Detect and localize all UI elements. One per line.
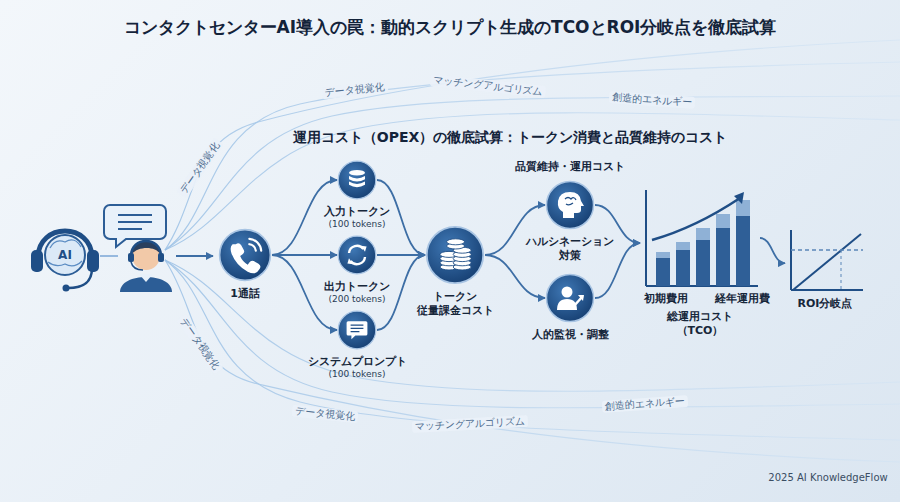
tco-chart: 初期費用経年運用費総運用コスト（TCO） — [640, 188, 760, 288]
axis-label: 経年運用費 — [715, 292, 770, 306]
wave-label: 創造的エネルギー — [609, 91, 696, 109]
section-heading: 運用コスト（OPEX）の徹底試算：トークン消費と品質維持のコスト — [293, 129, 728, 146]
flow-connector — [595, 243, 640, 298]
group-heading: 品質維持・運用コスト — [515, 160, 625, 173]
node-caption: トークン 従量課金コスト — [413, 290, 497, 319]
wave-label: データ視覚化 — [292, 405, 359, 424]
node-label: 人的監視・調整 — [532, 328, 609, 342]
node-label: ハルシネーション 対策 — [524, 235, 616, 264]
node-label: 1通話 — [230, 287, 260, 301]
icon-node: ハルシネーション 対策 — [545, 180, 595, 230]
node-label: システムプロンプト — [308, 355, 407, 369]
node-caption: 入力トークン(100 tokens) — [324, 205, 390, 230]
chart-title: 総運用コスト（TCO） — [664, 310, 737, 339]
head-shape — [545, 180, 595, 230]
icon-node: 1通話 — [218, 228, 272, 282]
axis-label: 初期費用 — [644, 292, 688, 306]
cycle-shape — [337, 235, 377, 275]
icon-node: 出力トークン(200 tokens) — [337, 235, 377, 275]
icon-node: 入力トークン(100 tokens) — [337, 160, 377, 200]
node-caption: ハルシネーション 対策 — [524, 235, 616, 264]
icon-text: AI — [58, 248, 72, 262]
token-count: (100 tokens) — [308, 369, 407, 380]
flow-connector — [272, 254, 337, 256]
icon-node: 人的監視・調整 — [545, 273, 595, 323]
roi-chart: ROI分岐点 — [785, 228, 865, 292]
flow-waves — [165, 40, 900, 462]
coins-shape — [425, 225, 485, 285]
token-count: (100 tokens) — [324, 219, 390, 230]
node-caption: ROI分岐点 — [798, 297, 853, 311]
footer-credit: 2025 AI KnowledgeFlow — [768, 472, 887, 484]
icon-node: トークン 従量課金コスト — [425, 225, 485, 285]
flow-connector — [485, 255, 545, 298]
icon-node: システムプロンプト(100 tokens) — [337, 310, 377, 350]
node-label: トークン 従量課金コスト — [413, 290, 497, 319]
node-caption: 人的監視・調整 — [532, 328, 609, 342]
node-caption: 出力トークン(200 tokens) — [324, 280, 390, 305]
flow-connector — [760, 238, 785, 263]
chart-shape — [640, 188, 760, 288]
person-shape — [545, 273, 595, 323]
node-label: ROI分岐点 — [798, 297, 853, 311]
node-label: 出力トークン — [324, 280, 390, 294]
db-shape — [337, 160, 377, 200]
wave-label: データ視覚化 — [176, 138, 224, 199]
phone-shape — [218, 228, 272, 282]
page-title: コンタクトセンターAI導入の罠：動的スクリプト生成のTCOとROI分岐点を徹底試… — [0, 16, 900, 39]
operator-icon — [104, 205, 172, 292]
token-count: (200 tokens) — [324, 294, 390, 305]
wave-label: 創造的エネルギー — [602, 395, 689, 413]
wave-label: マッチングアルゴリズム — [412, 415, 528, 433]
wave-label: マッチングアルゴリズム — [430, 74, 547, 98]
node-label: 入力トークン — [324, 205, 390, 219]
ai-headset-icon — [31, 231, 99, 292]
wave-label: データ視覚化 — [176, 314, 224, 375]
flow-arrow — [176, 255, 213, 257]
node-caption: 1通話 — [230, 287, 260, 301]
node-caption: システムプロンプト(100 tokens) — [308, 355, 407, 380]
wave-label: データ視覚化 — [322, 81, 389, 100]
flow-connector — [377, 254, 425, 256]
chat-shape — [337, 310, 377, 350]
roi-shape — [785, 228, 865, 292]
